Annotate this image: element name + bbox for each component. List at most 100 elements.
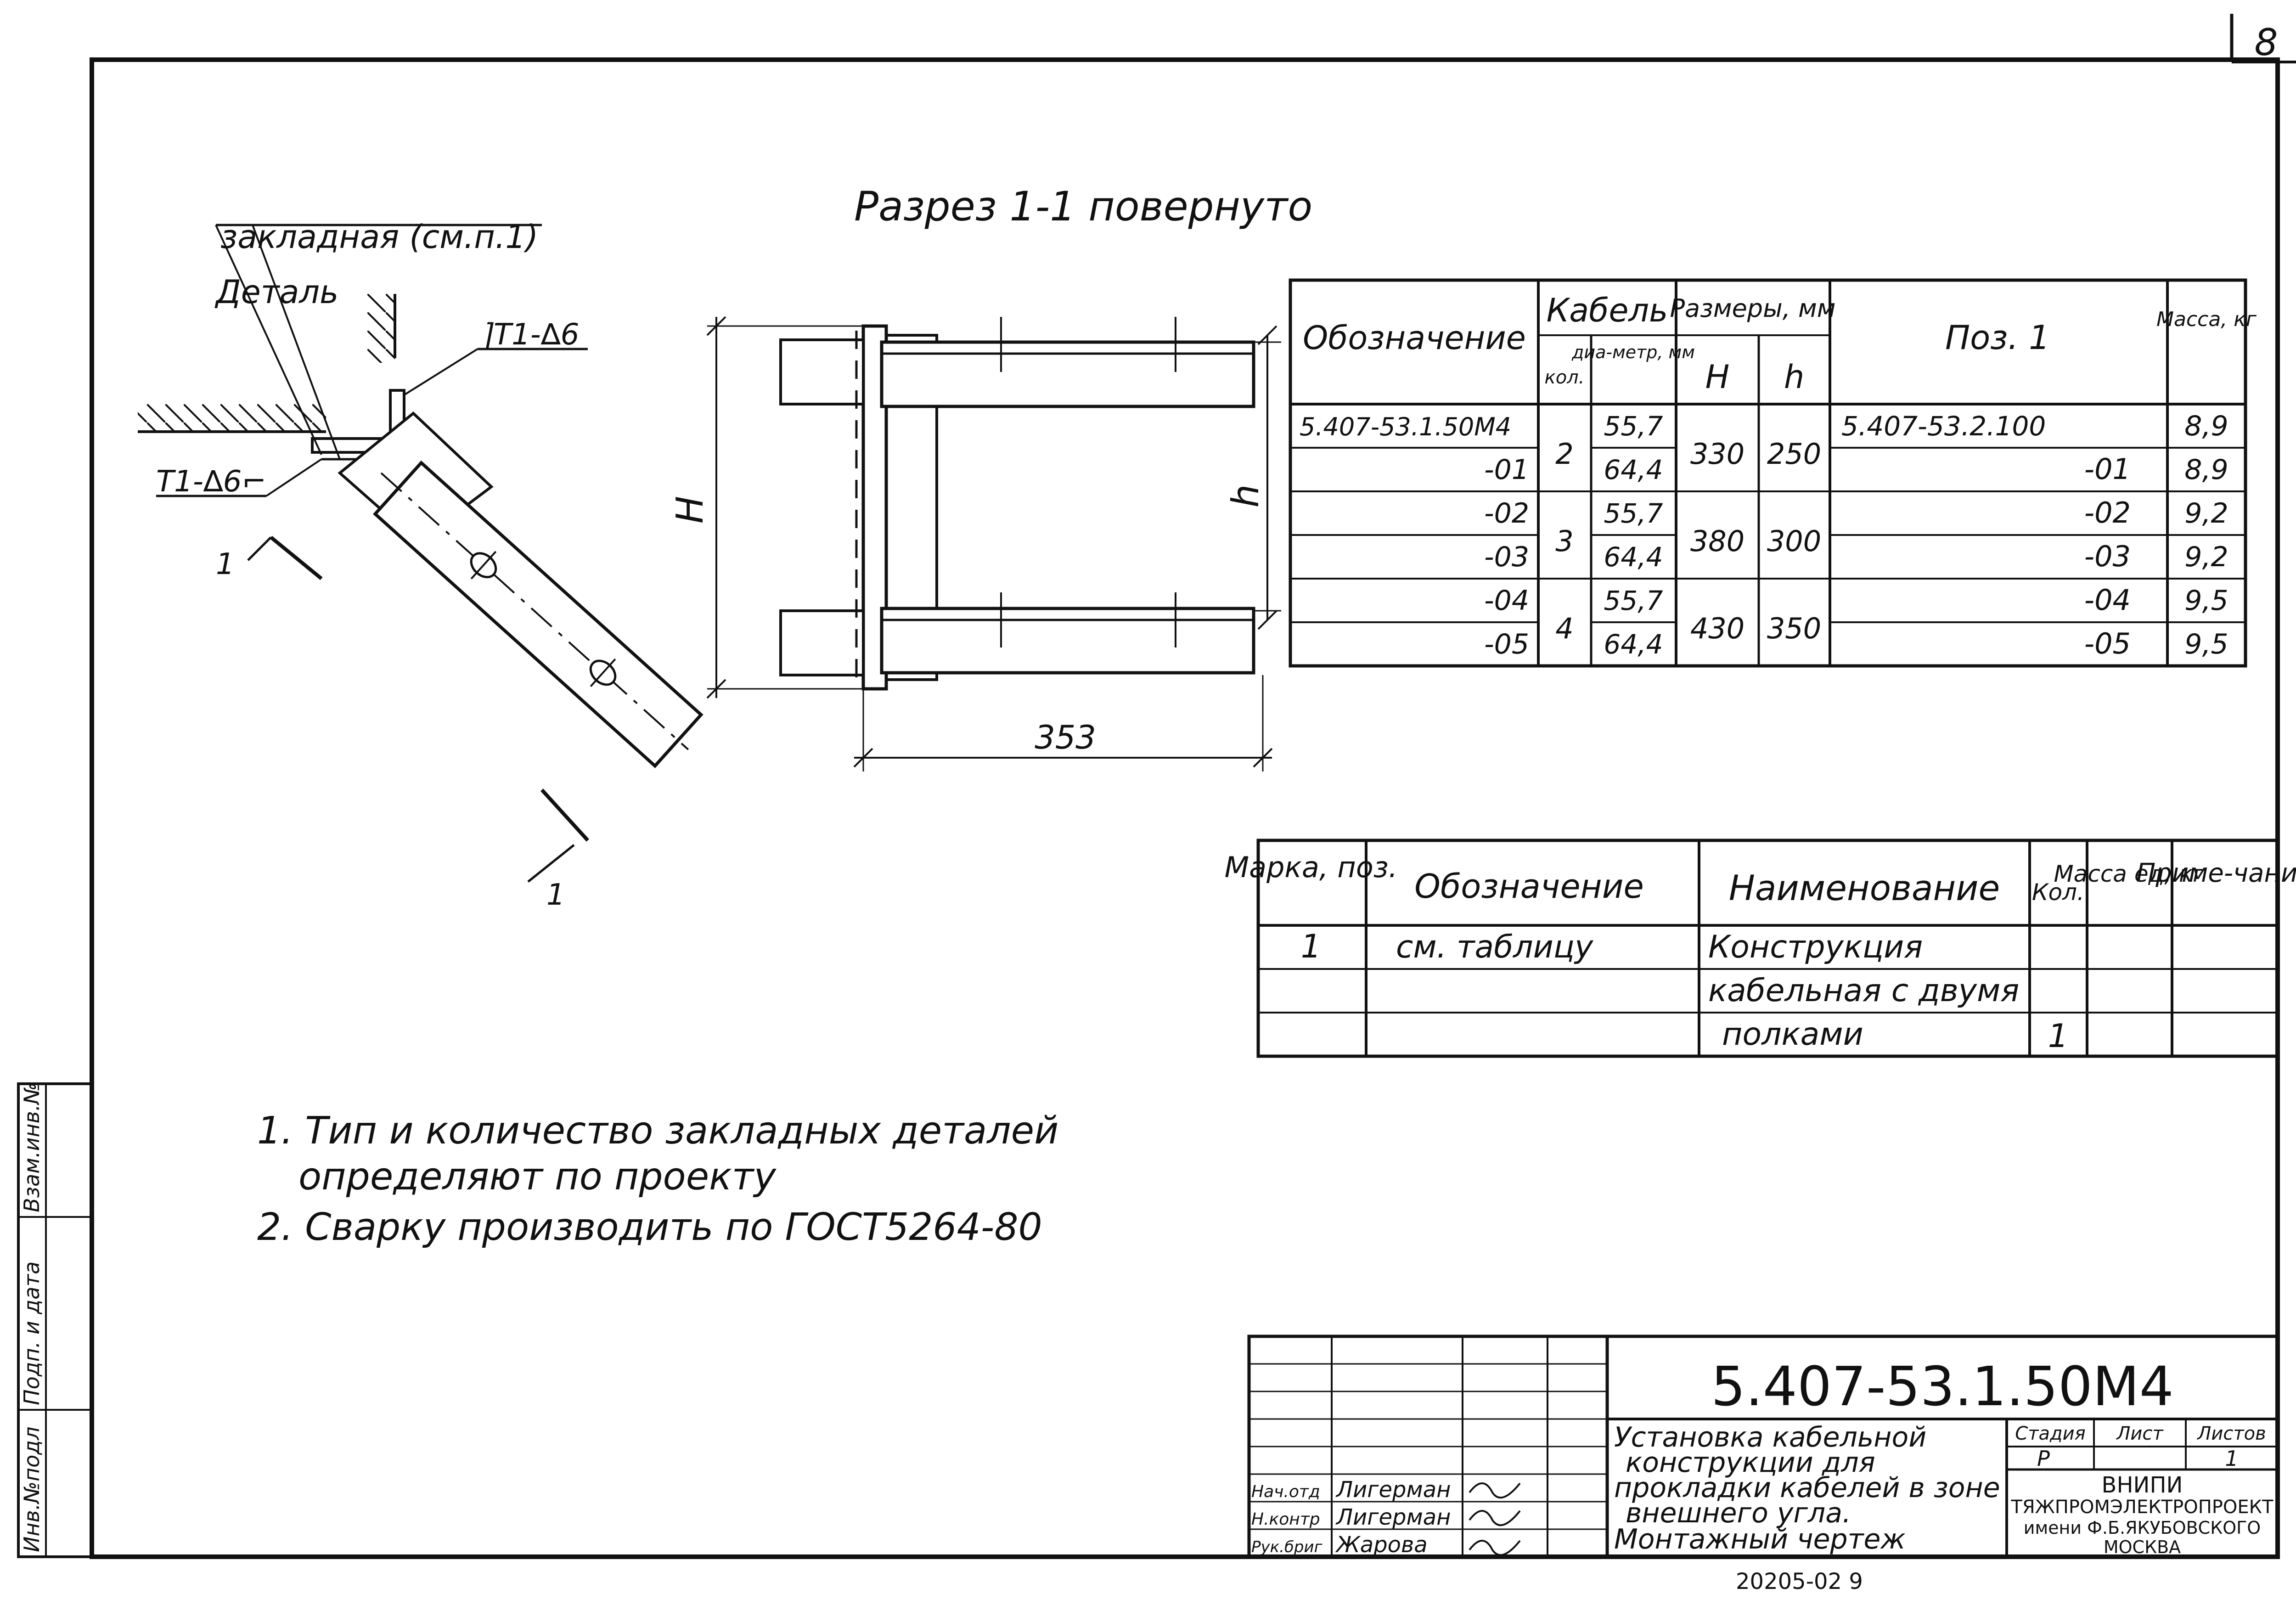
sheet-label: Лист bbox=[2116, 1423, 2164, 1444]
note-1-line1: 1. Тип и количество закладных деталей bbox=[257, 1109, 1058, 1153]
bom-head-mass: Масса ед, кг bbox=[2054, 861, 2206, 887]
spec-diameter: 55,7 bbox=[1604, 585, 1663, 616]
org-line1: ВНИПИ bbox=[2102, 1472, 2183, 1498]
weld-mark-lower: Т1-∆6⌐ bbox=[156, 465, 266, 499]
spec-diameter: 64,4 bbox=[1604, 541, 1663, 573]
spec-head-H: H bbox=[1705, 358, 1730, 396]
sheet-number: 8 bbox=[2255, 21, 2278, 64]
drawing-code: 5.407-53.1.50М4 bbox=[1711, 1355, 2174, 1418]
signer-name-3: Жарова bbox=[1335, 1532, 1428, 1558]
stage-label: Стадия bbox=[2015, 1423, 2085, 1444]
detail-label-line1: Деталь bbox=[214, 273, 338, 311]
spec-pos1: -03 bbox=[2084, 540, 2131, 573]
bom-name-line3: полками bbox=[1722, 1016, 1863, 1053]
spec-mass: 8,9 bbox=[2184, 410, 2228, 442]
spec-mass: 9,2 bbox=[2184, 541, 2228, 573]
section-mark-bottom: 1 bbox=[546, 878, 565, 912]
spec-group-h: 350 bbox=[1767, 612, 1821, 645]
spec-head-h: h bbox=[1784, 358, 1804, 396]
bom-designation: см. таблицу bbox=[1396, 929, 1593, 965]
spec-diameter: 55,7 bbox=[1604, 498, 1663, 529]
corner-detail-view: Деталь закладная (см.п.1) ⌉Т1-∆6 Т1-∆6⌐ … bbox=[138, 218, 703, 912]
stamp-inv: Инв.№подл bbox=[19, 1427, 44, 1552]
title-line2: конструкции для bbox=[1626, 1447, 1875, 1479]
spec-head-pos1: Поз. 1 bbox=[1945, 318, 2050, 357]
stage-value: Р bbox=[2037, 1446, 2050, 1471]
spec-group-count: 2 bbox=[1555, 437, 1573, 471]
signatures bbox=[1469, 1482, 1521, 1556]
spec-designation: -02 bbox=[1484, 497, 1529, 529]
spec-designation: -03 bbox=[1484, 541, 1529, 573]
spec-group-h: 250 bbox=[1767, 437, 1821, 471]
spec-mass: 9,5 bbox=[2184, 628, 2228, 660]
sheet-frame: 8 bbox=[90, 14, 2296, 1559]
title-line5: Монтажный чертеж bbox=[1614, 1523, 1906, 1555]
title-line4: внешнего угла. bbox=[1626, 1497, 1851, 1529]
sheets-label: Листов bbox=[2196, 1423, 2266, 1444]
detail-label-line2: закладная (см.п.1) bbox=[220, 218, 538, 256]
title-line3: прокладки кабелей в зоне bbox=[1614, 1472, 2000, 1504]
note-2: 2. Сварку производить по ГОСТ5264-80 bbox=[257, 1205, 1042, 1249]
archive-number: 20205-02 9 bbox=[1736, 1569, 1863, 1594]
side-stamp: Инв.№подл Подп. и дата Взам.инв.№ bbox=[17, 1082, 93, 1558]
spec-pos1: -01 bbox=[2084, 452, 2131, 486]
sheets-value: 1 bbox=[2225, 1446, 2238, 1471]
spec-group-count: 3 bbox=[1555, 524, 1573, 558]
spec-group-H: 330 bbox=[1690, 437, 1745, 471]
stamp-replace: Взам.инв.№ bbox=[19, 1082, 44, 1212]
bom-qty: 1 bbox=[2048, 1017, 2069, 1055]
spec-group-H: 430 bbox=[1690, 612, 1745, 645]
notes: 1. Тип и количество закладных деталей оп… bbox=[257, 1109, 1058, 1249]
spec-pos1: -05 bbox=[2084, 627, 2131, 660]
weld-mark-upper: ⌉Т1-∆6 bbox=[482, 318, 579, 352]
org-line2: ТЯЖПРОМЭЛЕКТРОПРОЕКТ bbox=[2010, 1497, 2273, 1518]
bom-head-name: Наименование bbox=[1729, 867, 2000, 908]
signer-role-3: Рук.бриг bbox=[1251, 1538, 1323, 1556]
spec-pos1: 5.407-53.2.100 bbox=[1841, 411, 2046, 442]
bom-head-qty: Кол. bbox=[2032, 879, 2084, 906]
bom-table: Марка, поз. Обозначение Наименование Кол… bbox=[1225, 839, 2296, 1058]
spec-mass: 9,5 bbox=[2184, 585, 2228, 617]
spec-diameter: 64,4 bbox=[1604, 454, 1663, 485]
spec-designation: -04 bbox=[1484, 585, 1529, 617]
spec-head-count: кол. bbox=[1545, 367, 1585, 388]
spec-designation: -01 bbox=[1484, 454, 1529, 486]
spec-group-count: 4 bbox=[1555, 612, 1573, 645]
section-view: Разрез 1-1 повернуто H h bbox=[669, 183, 1312, 771]
spec-pos1: -04 bbox=[2084, 583, 2131, 617]
spec-mass: 8,9 bbox=[2184, 454, 2228, 486]
dim-353: 353 bbox=[1035, 719, 1096, 756]
signer-role-1: Нач.отд bbox=[1251, 1482, 1320, 1501]
spec-pos1: -02 bbox=[2084, 496, 2131, 529]
spec-designation: 5.407-53.1.50М4 bbox=[1300, 412, 1511, 441]
spec-mass: 9,2 bbox=[2184, 497, 2228, 529]
bom-mark: 1 bbox=[1301, 928, 1322, 965]
bom-name-line1: Конструкция bbox=[1708, 929, 1923, 965]
signer-name-1: Лигерман bbox=[1335, 1477, 1451, 1503]
bom-head-note: Приме-чание bbox=[2136, 858, 2296, 888]
spec-row-lines bbox=[1290, 447, 2245, 623]
bom-name-line2: кабельная с двумя bbox=[1708, 973, 2019, 1009]
dim-h: h bbox=[1224, 484, 1267, 508]
spec-group-h: 300 bbox=[1767, 524, 1821, 558]
spec-diameter: 64,4 bbox=[1604, 629, 1663, 660]
note-1-line2: определяют по проекту bbox=[298, 1155, 777, 1199]
signer-role-2: Н.контр bbox=[1251, 1510, 1320, 1529]
stamp-sign: Подп. и дата bbox=[19, 1261, 44, 1405]
spec-rows: 5.407-53.1.50М4 55,7 5.407-53.2.100 8,9 -01 6… bbox=[1300, 410, 2228, 660]
spec-group-H: 380 bbox=[1690, 524, 1745, 558]
signer-name-2: Лигерман bbox=[1335, 1504, 1451, 1530]
org-line4: МОСКВА bbox=[2104, 1537, 2181, 1557]
org-line3: имени Ф.Б.ЯКУБОВСКОГО bbox=[2024, 1518, 2261, 1538]
spec-designation: -05 bbox=[1484, 628, 1529, 660]
spec-head-designation: Обозначение bbox=[1303, 319, 1526, 357]
spec-head-mass: Масса, кг bbox=[2156, 308, 2257, 331]
section-mark-top: 1 bbox=[216, 547, 235, 581]
bom-head-mark: Марка, поз. bbox=[1225, 850, 1398, 884]
spec-table: Обозначение Кабель кол. диа-метр, мм Раз… bbox=[1289, 278, 2257, 668]
bom-head-designation: Обозначение bbox=[1414, 867, 1644, 906]
spec-head-sizes: Размеры, мм bbox=[1670, 294, 1835, 323]
section-title: Разрез 1-1 повернуто bbox=[854, 183, 1312, 230]
title-block: 5.407-53.1.50М4 Установка кабельной конс… bbox=[1247, 1334, 2279, 1594]
